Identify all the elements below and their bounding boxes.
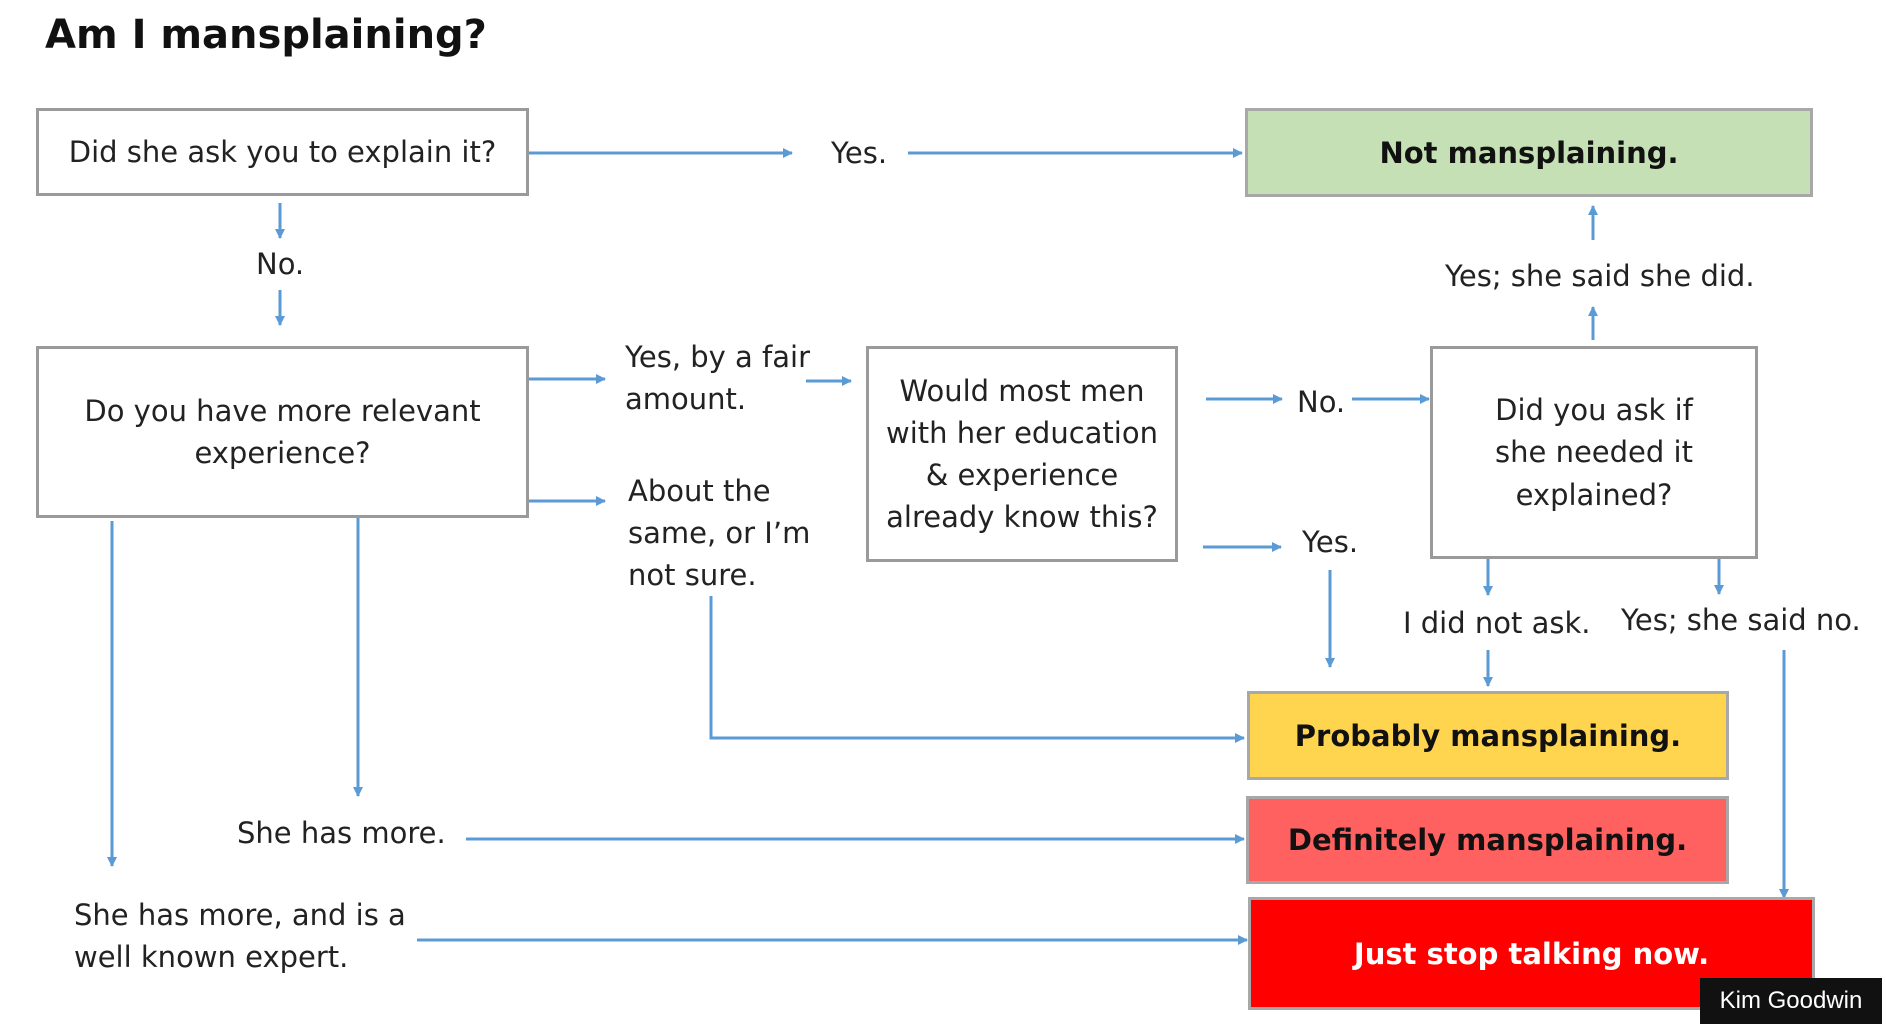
credit-badge: Kim Goodwin [1700,978,1882,1024]
outcome-probably-text: Probably mansplaining. [1294,718,1682,753]
page-title: Am I mansplaining? [45,12,487,58]
label-yes-she-said-no: Yes; she said no. [1621,603,1861,637]
label-about-same: About the same, or I’m not sure. [628,474,811,593]
label-yes-asked: Yes. [831,136,888,170]
label-yes-she-said-she-did: Yes; she said she did. [1445,259,1755,293]
label-i-did-not-ask: I did not ask. [1403,606,1591,640]
question-did-you-ask-text: Did you ask if she needed it explained? [1495,393,1693,512]
label-no-most-men: No. [1297,385,1346,419]
outcome-not-mansplaining: Not mansplaining. [1245,108,1813,197]
label-yes-most-men: Yes. [1302,525,1359,559]
question-experience-text: Do you have more relevant experience? [84,393,481,470]
label-no-asked: No. [256,247,305,281]
label-yes-fair-amount: Yes, by a fair amount. [625,340,810,417]
outcome-probably-mansplaining: Probably mansplaining. [1247,691,1729,780]
outcome-definitely-mansplaining: Definitely mansplaining. [1246,796,1729,884]
question-most-men-text: Would most men with her education & expe… [885,373,1158,535]
outcome-definitely-text: Definitely mansplaining. [1287,823,1688,857]
label-she-has-more: She has more. [237,816,446,850]
outcome-stop-text: Just stop talking now. [1353,936,1710,971]
question-box-asked: Did she ask you to explain it? [36,108,529,196]
label-she-has-more-expert: She has more, and is a well known expert… [74,898,406,975]
question-asked-text: Did she ask you to explain it? [68,134,497,169]
arrow-same-probably [709,596,1245,743]
question-box-experience: Do you have more relevant experience? [36,346,529,518]
outcome-not-text: Not mansplaining. [1379,135,1679,170]
question-box-did-you-ask: Did you ask if she needed it explained? [1430,346,1758,559]
question-box-most-men: Would most men with her education & expe… [866,346,1178,562]
